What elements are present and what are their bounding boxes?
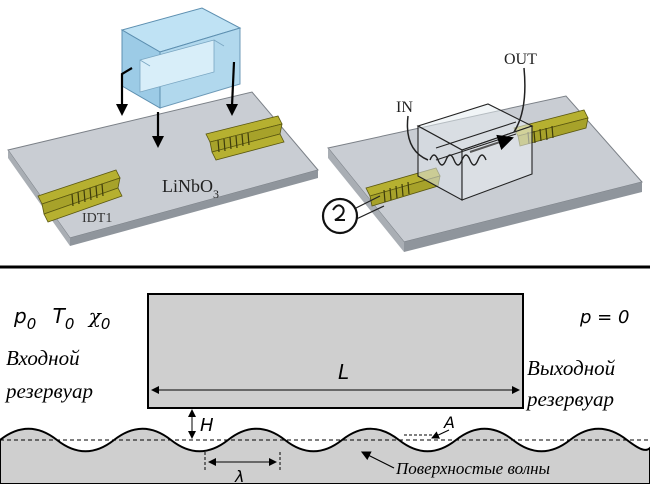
wavelength-label: λ — [234, 467, 244, 484]
in-tube — [406, 115, 429, 161]
idt1 — [37, 169, 123, 223]
out-tube — [513, 67, 526, 133]
idt1-label: IDT1 — [82, 211, 112, 226]
top-left-panel: IDT1 LiNbO3 — [7, 7, 319, 246]
channel-schematic: L H A λ Поверхностые волны p0 T0 χ0 p = … — [0, 293, 650, 484]
inlet-parameters: p0 T0 χ0 — [13, 304, 110, 334]
in-label: IN — [396, 99, 413, 116]
wave-caption: Поверхностые волны — [395, 459, 550, 478]
flow-arrow — [469, 134, 514, 153]
out-label: OUT — [504, 51, 537, 68]
channel-rectangle — [147, 293, 524, 409]
idt-right — [205, 115, 285, 161]
wave-caption-pointer — [360, 451, 395, 469]
outlet-reservoir-line2: резервуар — [525, 387, 614, 411]
inlet-reservoir-line1: Входной — [6, 346, 80, 370]
length-label: L — [338, 360, 349, 384]
surface-wave-squiggle — [429, 154, 487, 166]
pdms-channel-block — [120, 7, 242, 109]
substrate-front-edge — [70, 170, 318, 246]
substrate-label: LiNbO3 — [162, 176, 219, 201]
outlet-reservoir-line1: Выходной — [527, 356, 616, 380]
assembly-arrows — [116, 61, 238, 148]
rf-source — [321, 195, 385, 235]
device-substrate-front — [404, 182, 642, 252]
inlet-reservoir-line2: резервуар — [4, 379, 93, 403]
top-right-panel: IN OUT — [321, 51, 643, 252]
height-label: H — [200, 415, 214, 436]
wavy-surface — [0, 427, 650, 484]
amplitude-pointer — [431, 429, 450, 439]
outlet-pressure: p = 0 — [579, 307, 629, 328]
device-substrate-left — [328, 148, 404, 252]
amplitude-label: A — [443, 413, 455, 432]
